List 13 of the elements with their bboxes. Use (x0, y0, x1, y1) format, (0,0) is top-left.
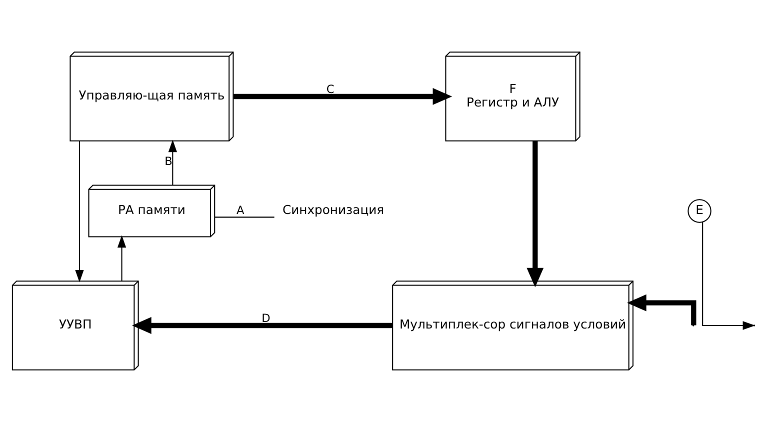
connector (214, 216, 274, 218)
edge-label: D (262, 310, 270, 325)
edge-label: B (164, 153, 172, 168)
arrow (168, 139, 178, 185)
arrow (117, 234, 126, 280)
node-circle: E (688, 198, 712, 222)
edge-label: A (236, 202, 244, 216)
arrow (526, 140, 544, 287)
arrow (234, 88, 452, 104)
arrow (75, 140, 84, 282)
arrow (132, 316, 392, 334)
edge-label: C (326, 82, 334, 96)
node-text: Синхронизация (282, 202, 384, 217)
